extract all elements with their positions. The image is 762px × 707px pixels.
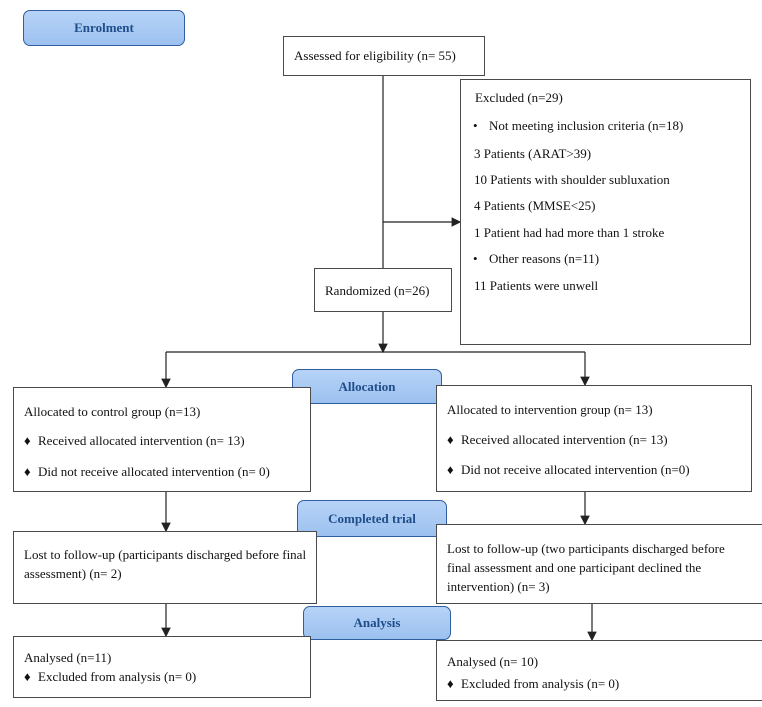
assessed-text: Assessed for eligibility (n= 55) [294, 48, 456, 63]
excluded-line-text: 1 Patient had had more than 1 stroke [474, 225, 665, 240]
assessed-box: Assessed for eligibility (n= 55) [283, 36, 485, 76]
intervention-lost-text: Lost to follow-up (two participants disc… [447, 541, 725, 594]
excluded-line-text: Not meeting inclusion criteria (n=18) [489, 118, 684, 133]
stage-analysis: Analysis [303, 606, 451, 640]
control-analysed-box: Analysed (n=11) ♦Excluded from analysis … [13, 636, 311, 698]
control-lost-box: Lost to follow-up (participants discharg… [13, 531, 317, 604]
excluded-line: • Other reasons (n=11) [473, 251, 599, 267]
randomized-text: Randomized (n=26) [325, 283, 430, 298]
intervention-not-received-item: ♦Did not receive allocated intervention … [447, 462, 690, 477]
stage-enrolment: Enrolment [23, 10, 185, 46]
excluded-line: 3 Patients (ARAT>39) [474, 146, 591, 162]
control-allocated-text: Allocated to control group (n=13) [24, 404, 201, 419]
stage-allocation: Allocation [292, 369, 442, 404]
bullet-icon: • [473, 251, 478, 266]
diamond-bullet-icon: ♦ [447, 676, 454, 691]
diamond-bullet-icon: ♦ [24, 464, 31, 479]
excluded-line-text: 4 Patients (MMSE<25) [474, 198, 596, 213]
diamond-bullet-icon: ♦ [447, 462, 454, 477]
excluded-line: 10 Patients with shoulder subluxation [474, 172, 670, 188]
control-received-item: ♦Received allocated intervention (n= 13) [24, 433, 245, 448]
control-not-received-item: ♦Did not receive allocated intervention … [24, 464, 270, 479]
control-excluded-analysis-item: ♦Excluded from analysis (n= 0) [24, 669, 197, 684]
intervention-allocation-box: Allocated to intervention group (n= 13) … [436, 385, 752, 492]
excluded-title: Excluded (n=29) [475, 90, 563, 105]
excluded-line: • Not meeting inclusion criteria (n=18) [473, 118, 683, 134]
stage-completed-label: Completed trial [328, 510, 416, 526]
excluded-box: Excluded (n=29) • Not meeting inclusion c… [460, 79, 751, 345]
excluded-line: 4 Patients (MMSE<25) [474, 198, 595, 214]
excluded-line-text: Other reasons (n=11) [489, 251, 600, 266]
control-lost-text: Lost to follow-up (participants discharg… [24, 547, 307, 581]
intervention-lost-box: Lost to follow-up (two participants disc… [436, 524, 762, 604]
stage-completed-trial: Completed trial [297, 500, 447, 537]
stage-analysis-label: Analysis [353, 615, 401, 630]
intervention-received-item: ♦Received allocated intervention (n= 13) [447, 432, 668, 447]
randomized-box: Randomized (n=26) [314, 268, 452, 312]
control-analysed-text: Analysed (n=11) [24, 650, 112, 665]
intervention-analysed-text: Analysed (n= 10) [447, 654, 539, 669]
intervention-analysed-box: Analysed (n= 10) ♦Excluded from analysis… [436, 640, 762, 701]
intervention-excluded-analysis-item: ♦Excluded from analysis (n= 0) [447, 676, 620, 691]
diamond-bullet-icon: ♦ [24, 669, 31, 684]
stage-allocation-label: Allocation [338, 378, 396, 394]
stage-enrolment-label: Enrolment [74, 20, 134, 35]
excluded-line: 11 Patients were unwell [474, 278, 598, 294]
diamond-bullet-icon: ♦ [24, 433, 31, 448]
control-allocation-box: Allocated to control group (n=13) ♦Recei… [13, 387, 311, 492]
diamond-bullet-icon: ♦ [447, 432, 454, 447]
intervention-allocated-text: Allocated to intervention group (n= 13) [447, 402, 653, 417]
bullet-icon: • [473, 118, 478, 133]
excluded-line-text: 3 Patients (ARAT>39) [474, 146, 592, 161]
excluded-line-text: 11 Patients were unwell [474, 278, 599, 293]
excluded-line-text: 10 Patients with shoulder subluxation [474, 172, 670, 187]
excluded-line: 1 Patient had had more than 1 stroke [474, 225, 664, 241]
